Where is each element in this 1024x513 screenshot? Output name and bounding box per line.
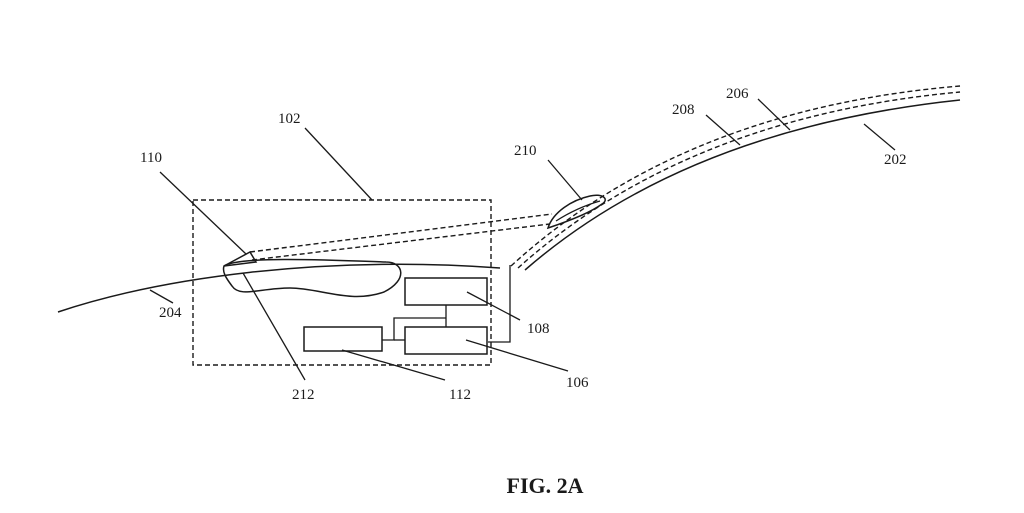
leader-106 [465,339,569,372]
label-206: 206 [726,86,749,102]
block-112 [303,326,383,352]
leader-204 [149,289,174,304]
leader-112 [341,349,446,381]
leader-208 [705,114,741,146]
label-204: 204 [159,305,182,321]
sensor-110 [223,251,258,267]
wire-right [488,265,511,343]
label-202: 202 [884,152,907,168]
label-208: 208 [672,102,695,118]
dashed-link-lower [251,223,551,261]
element-210 [546,194,606,230]
leader-212 [242,272,306,381]
label-212: 212 [292,387,315,403]
dashed-link-upper [249,213,553,253]
leader-110 [159,171,247,255]
block-108 [404,277,488,306]
surface-curve-202 [524,99,961,271]
wire-112-branch [382,317,446,341]
leader-206 [757,98,791,131]
device-boundary-102 [192,199,492,366]
layer-206-dashed [517,91,961,269]
label-106: 106 [566,375,589,391]
label-108: 108 [527,321,550,337]
leader-102 [304,127,373,201]
element-210-detail [555,200,601,222]
leader-210 [547,159,583,201]
block-106 [404,326,488,355]
leader-202 [863,123,896,151]
figure-caption: FIG. 2A [507,473,584,498]
label-112: 112 [449,387,471,403]
layer-208-dashed [510,85,961,267]
surface-curve-204 [57,263,501,313]
probe-212 [222,258,402,298]
label-102: 102 [278,111,301,127]
label-110: 110 [140,150,162,166]
label-210: 210 [514,143,537,159]
leader-108 [466,291,521,321]
